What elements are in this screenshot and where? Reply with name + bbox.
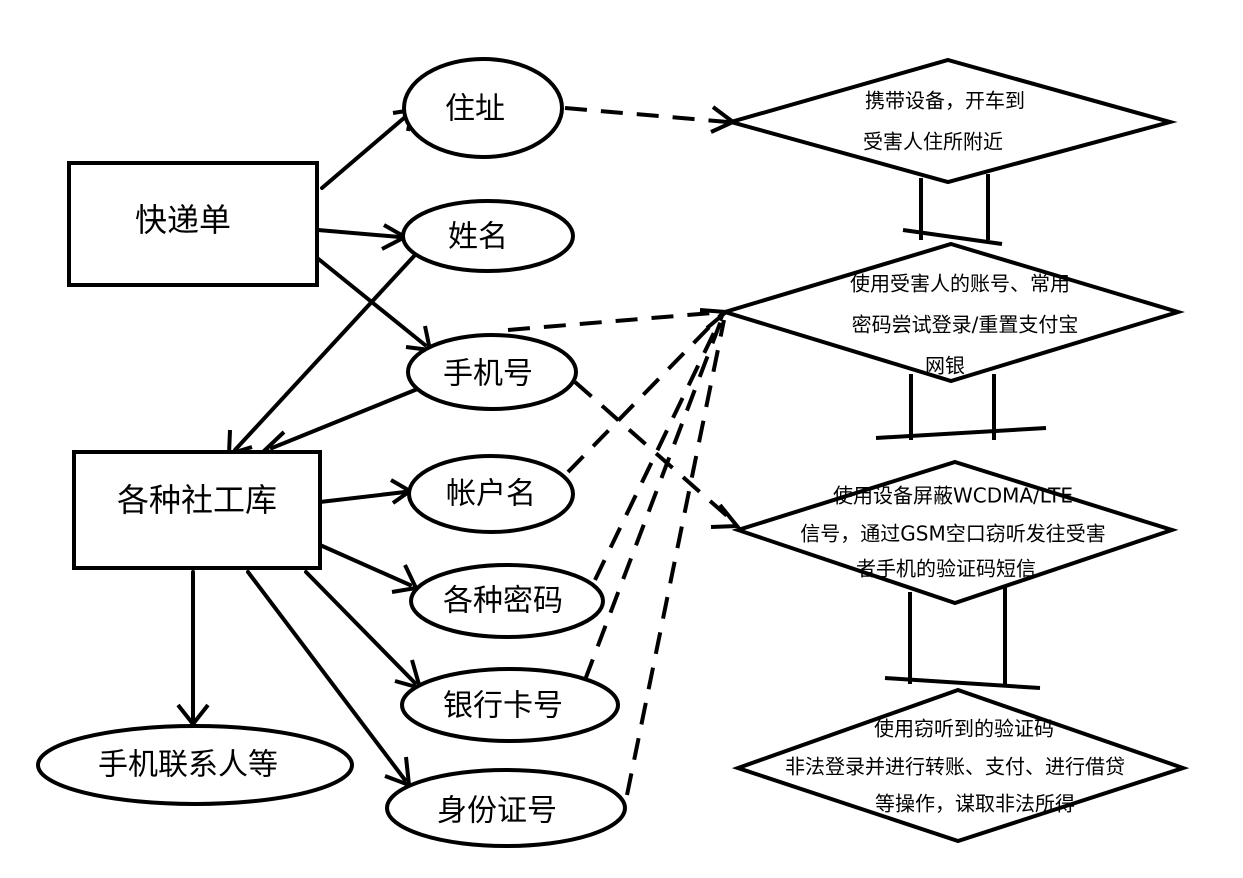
social-db-label: 各种社工库 (117, 481, 277, 519)
step-3-line-2: 信号，通过GSM空口窃听发往受害 (800, 522, 1105, 546)
step-3-line-3: 者手机的验证码短信 (856, 557, 1036, 581)
account-label: 帐户名 (446, 477, 536, 512)
contacts-label: 手机联系人等 (98, 748, 278, 783)
arrowhead-contacts (176, 703, 210, 728)
node-account: 帐户名 (407, 454, 575, 534)
name-label: 姓名 (448, 220, 508, 255)
arrow-bill-to-address (320, 116, 406, 190)
node-express-bill: 快递单 (67, 161, 319, 287)
bar-1-2-cap (902, 228, 1003, 246)
dash-passwords-to-step2 (593, 315, 724, 581)
address-label: 住址 (445, 92, 505, 127)
step-1-line-1: 携带设备，开车到 (865, 89, 1025, 113)
dash-account-to-step2 (566, 312, 724, 474)
dash-address-to-step1 (564, 106, 729, 124)
arrow-bill-to-name (316, 228, 402, 239)
step-2: 使用受害人的账号、常用 密码尝试登录/重置支付宝 网银 (718, 241, 1185, 384)
step-4-line-1: 使用窃听到的验证码 (874, 717, 1054, 741)
step-1-line-2: 受害人住所附近 (863, 130, 1003, 154)
step-connectors (875, 174, 1047, 690)
express-bill-label: 快递单 (135, 201, 231, 239)
step-4: 使用窃听到的验证码 非法登录并进行转账、支付、进行借贷 等操作，谋取非法所得 (731, 687, 1190, 844)
arrow-db-to-passwords (318, 543, 412, 587)
step-4-line-2: 非法登录并进行转账、支付、进行借贷 (785, 755, 1125, 779)
node-phone: 手机号 (406, 333, 578, 411)
arrowhead-step3 (710, 503, 742, 529)
node-passwords: 各种密码 (409, 563, 605, 639)
step-1: 携带设备，开车到 受害人住所附近 (723, 57, 1178, 185)
dash-phone-to-step2 (507, 310, 725, 332)
arrow-phone-to-db (270, 386, 422, 450)
node-contacts: 手机联系人等 (36, 724, 354, 806)
solid-connectors (191, 116, 427, 782)
step-3-line-1: 使用设备屏蔽WCDMA/LTE (833, 484, 1073, 508)
node-address: 住址 (402, 57, 564, 159)
arrow-db-to-id (246, 570, 407, 782)
dashed-connectors (507, 106, 736, 796)
step-2-line-1: 使用受害人的账号、常用 (850, 272, 1070, 296)
id-number-label: 身份证号 (437, 794, 557, 829)
bar-2-3-cap (875, 426, 1047, 440)
step-3: 使用设备屏蔽WCDMA/LTE 信号，通过GSM空口窃听发往受害 者手机的验证码… (731, 459, 1179, 606)
node-social-db: 各种社工库 (72, 450, 322, 570)
arrow-db-to-account (318, 490, 407, 504)
dash-bankcard-to-step2 (583, 317, 724, 681)
phone-label: 手机号 (443, 357, 533, 392)
passwords-label: 各种密码 (443, 584, 563, 619)
node-id-number: 身份证号 (385, 768, 627, 848)
arrow-db-to-bankcard (304, 570, 417, 685)
node-bank-card: 银行卡号 (400, 667, 620, 743)
step-2-line-3: 网银 (925, 354, 965, 378)
dash-id-to-step2 (625, 319, 726, 796)
arrow-name-to-db (233, 253, 417, 452)
bar-3-4-cap (884, 676, 1041, 690)
bank-card-label: 银行卡号 (443, 689, 563, 724)
step-2-line-2: 密码尝试登录/重置支付宝 (852, 313, 1079, 337)
node-name: 姓名 (401, 199, 575, 273)
step-4-line-3: 等操作，谋取非法所得 (875, 792, 1075, 816)
